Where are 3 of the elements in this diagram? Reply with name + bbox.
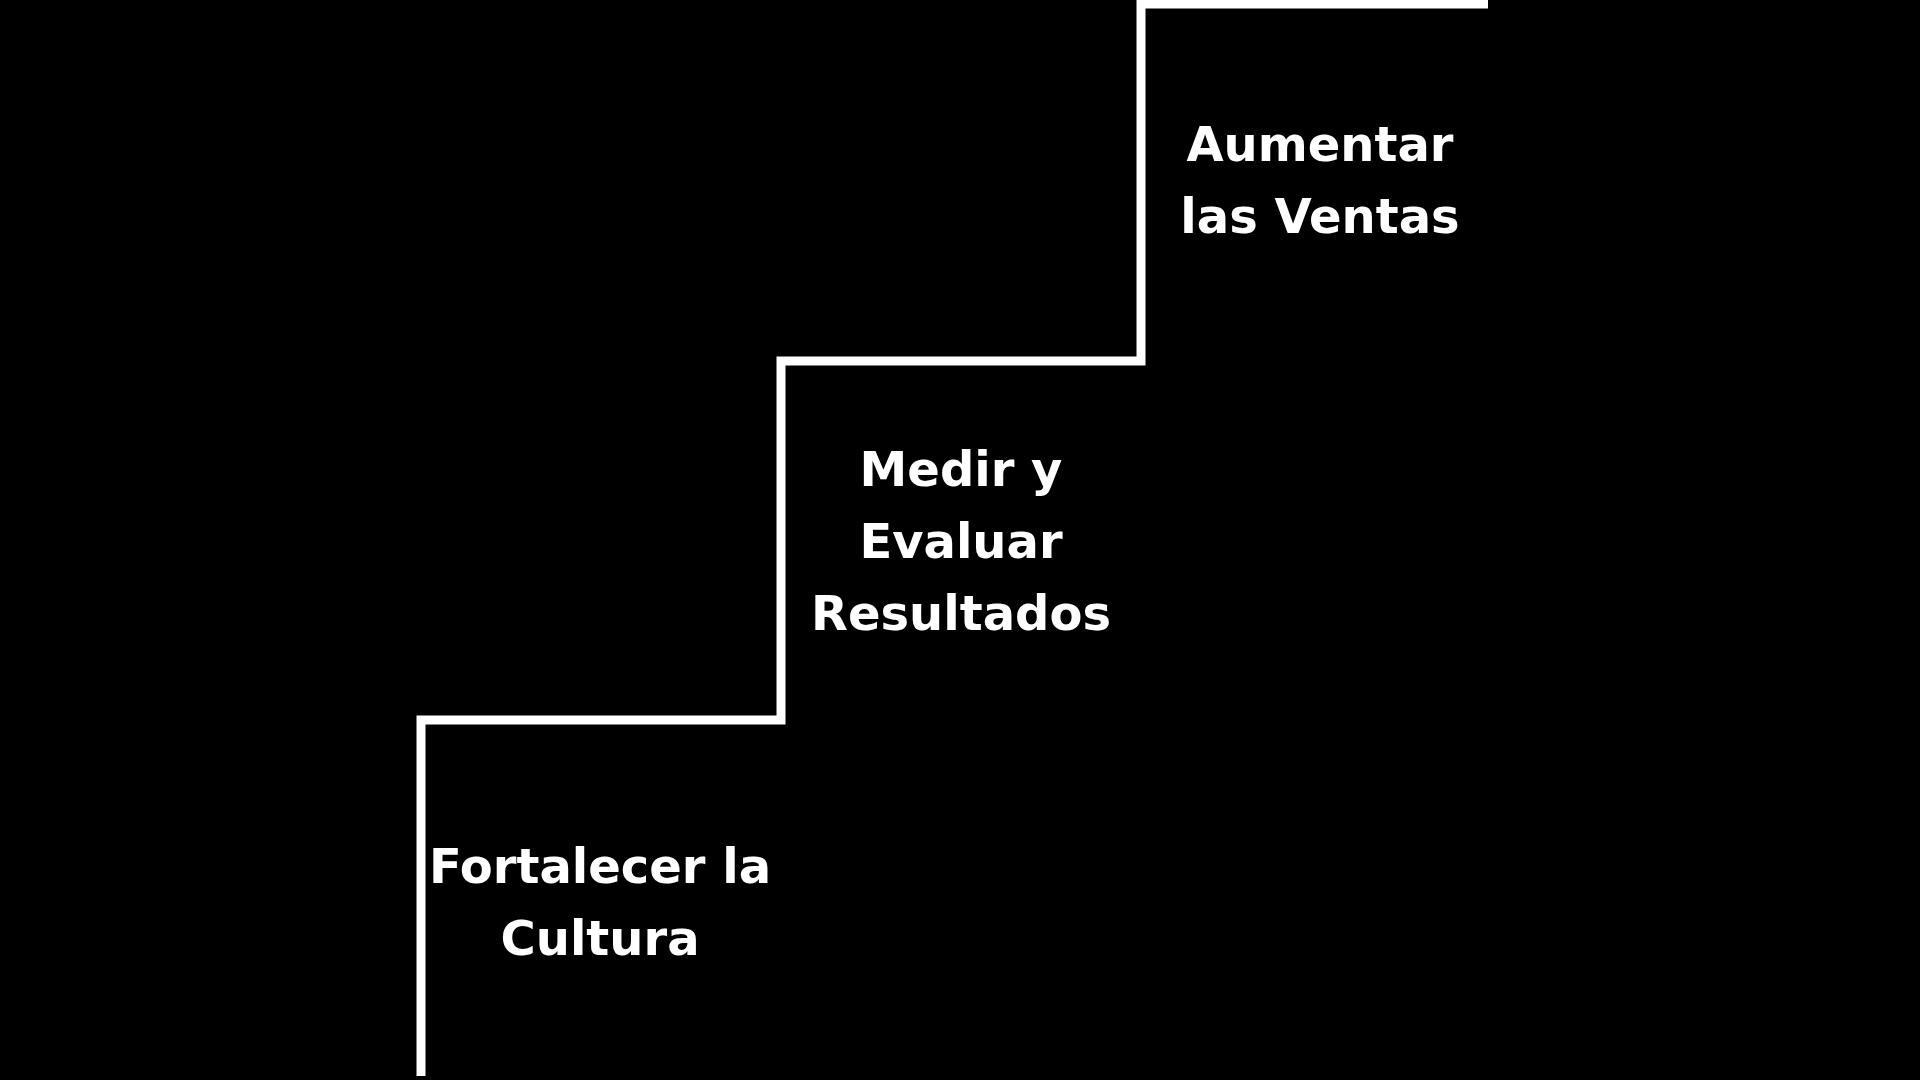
step-label: Aumentar las Ventas bbox=[1179, 115, 1461, 246]
step-label: Fortalecer la Cultura bbox=[427, 837, 773, 968]
step-label: Medir y Evaluar Resultados bbox=[810, 440, 1112, 643]
